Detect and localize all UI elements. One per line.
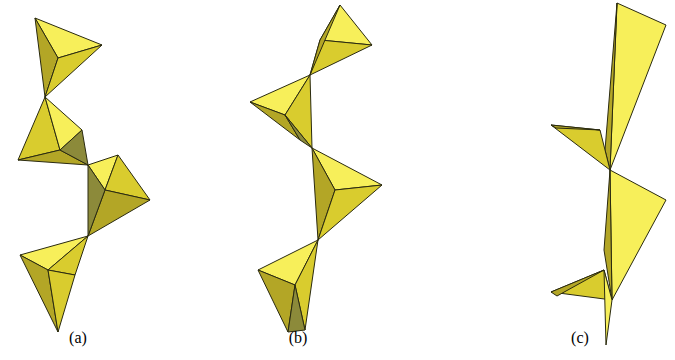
panel-label: (c) <box>571 329 589 347</box>
tetrahedron-chain-c <box>551 3 666 345</box>
panel-label: (a) <box>69 329 87 347</box>
tetrahedron-chain-a <box>18 18 150 332</box>
tetrahedron-chain-b <box>250 5 382 332</box>
panel-label: (b) <box>289 329 308 347</box>
